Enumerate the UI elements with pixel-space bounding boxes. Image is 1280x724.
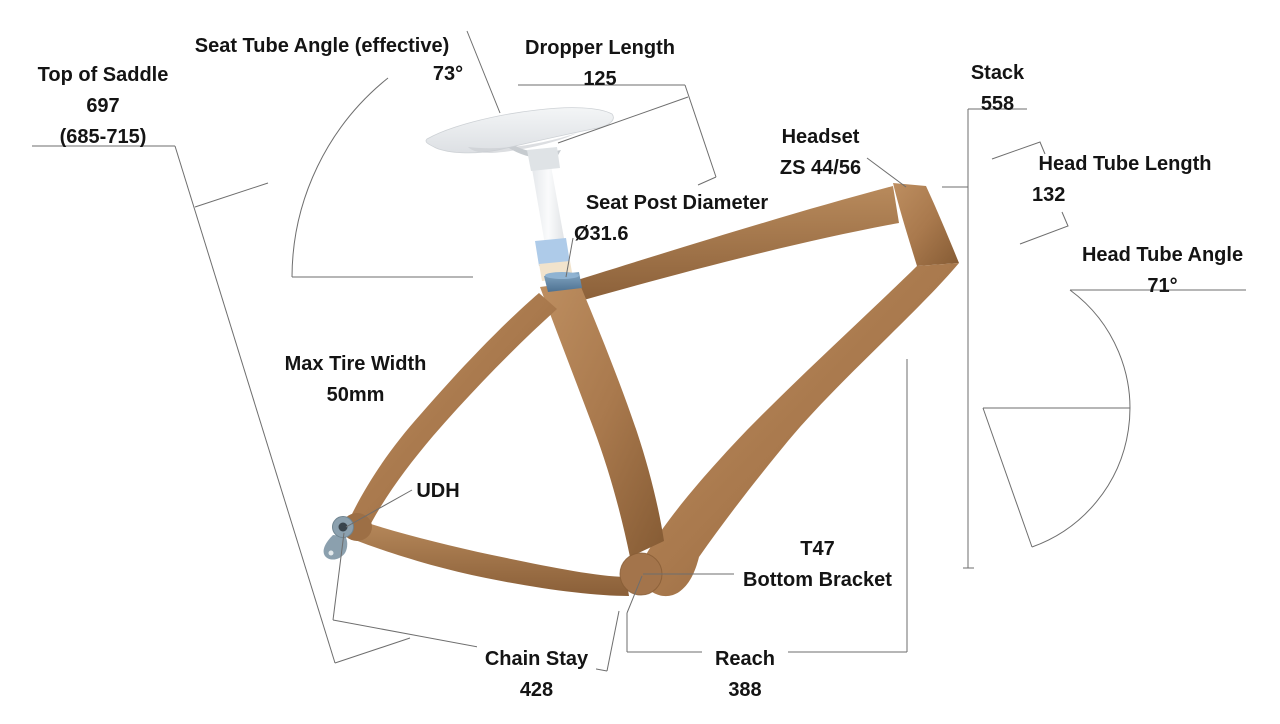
top-of-saddle-range: (685-715) [59, 126, 147, 148]
seat-tube-angle-arc [291, 77, 389, 278]
head-tube-angle-arc [1031, 289, 1131, 548]
headset-title: Headset [781, 126, 860, 148]
down-tube [641, 263, 959, 597]
dim-seat-post-diameter-leader [565, 237, 574, 278]
udh-tab-hole [328, 550, 334, 556]
label-head-tube-length: Head Tube Length 132 [1032, 149, 1218, 211]
saddle-and-seatpost [425, 107, 614, 281]
dropper-band-blue [535, 238, 570, 266]
label-top-of-saddle: Top of Saddle 697 (685-715) [13, 60, 193, 153]
chain-stay-value: 428 [519, 679, 554, 701]
seat-post-diameter-title: Seat Post Diameter [585, 192, 769, 214]
label-chain-stay: Chain Stay 428 [477, 644, 596, 706]
udh-title: UDH [416, 480, 460, 502]
label-reach: Reach 388 [702, 644, 788, 706]
dim-reach [626, 359, 908, 653]
dim-dropper-length [518, 84, 717, 186]
udh-axle-hole [338, 522, 348, 532]
dim-top-of-saddle [32, 145, 411, 664]
chain-stay-title: Chain Stay [484, 648, 589, 670]
bottom-bracket-value: Bottom Bracket [743, 569, 892, 591]
chain-stay [352, 518, 629, 596]
seat-tube [540, 285, 664, 557]
dropper-length-value: 125 [583, 68, 617, 90]
headset-value: ZS 44/56 [779, 157, 862, 179]
reach-title: Reach [714, 648, 776, 670]
seat-post-diameter-value: Ø31.6 [574, 223, 629, 245]
saddle-clamp [527, 147, 560, 171]
saddle [425, 107, 614, 154]
label-seat-tube-angle-value: 73° [418, 59, 478, 90]
head-tube-angle-value: 71° [1147, 275, 1178, 297]
stack-title: Stack [970, 62, 1025, 84]
label-bottom-bracket: T47 Bottom Bracket [731, 534, 904, 596]
head-tube-angle-title: Head Tube Angle [1081, 244, 1244, 266]
top-of-saddle-value: 697 [86, 95, 120, 117]
bike-frame [342, 183, 959, 597]
seat-tube-angle-value: 73° [432, 63, 464, 85]
head-tube-length-title: Head Tube Length [1038, 153, 1212, 175]
saddle-underside-shadow [468, 133, 577, 153]
head-tube-length-value: 132 [1032, 184, 1066, 206]
label-udh: UDH [410, 476, 466, 507]
max-tire-width-value: 50mm [326, 384, 385, 406]
dim-seat-tube-angle [291, 30, 501, 278]
dropper-length-title: Dropper Length [525, 37, 675, 59]
reach-value: 388 [728, 679, 762, 701]
dim-stack [942, 108, 1027, 569]
stack-value: 558 [980, 93, 1015, 115]
dim-head-tube-length [991, 141, 1069, 245]
label-seat-tube-angle: Seat Tube Angle (effective) [172, 31, 472, 62]
max-tire-width-title: Max Tire Width [284, 353, 427, 375]
label-dropper-length: Dropper Length 125 [510, 33, 690, 95]
label-stack: Stack 558 [960, 58, 1035, 120]
label-head-tube-angle: Head Tube Angle 71° [1072, 240, 1253, 302]
bottom-bracket-title: T47 [800, 538, 835, 560]
dim-head-tube-angle [982, 289, 1246, 548]
label-max-tire-width: Max Tire Width 50mm [262, 349, 449, 411]
top-of-saddle-title: Top of Saddle [37, 64, 169, 86]
label-headset: Headset ZS 44/56 [750, 122, 891, 184]
dim-headset-leader [866, 157, 907, 188]
top-tube [558, 186, 899, 305]
dim-udh-leader [345, 489, 413, 528]
seat-clamp-collar-top [545, 272, 579, 279]
label-seat-post-diameter: Seat Post Diameter Ø31.6 [574, 188, 780, 250]
seat-stay [351, 293, 557, 533]
head-tube [893, 183, 959, 266]
seat-tube-angle-title: Seat Tube Angle (effective) [194, 35, 450, 57]
